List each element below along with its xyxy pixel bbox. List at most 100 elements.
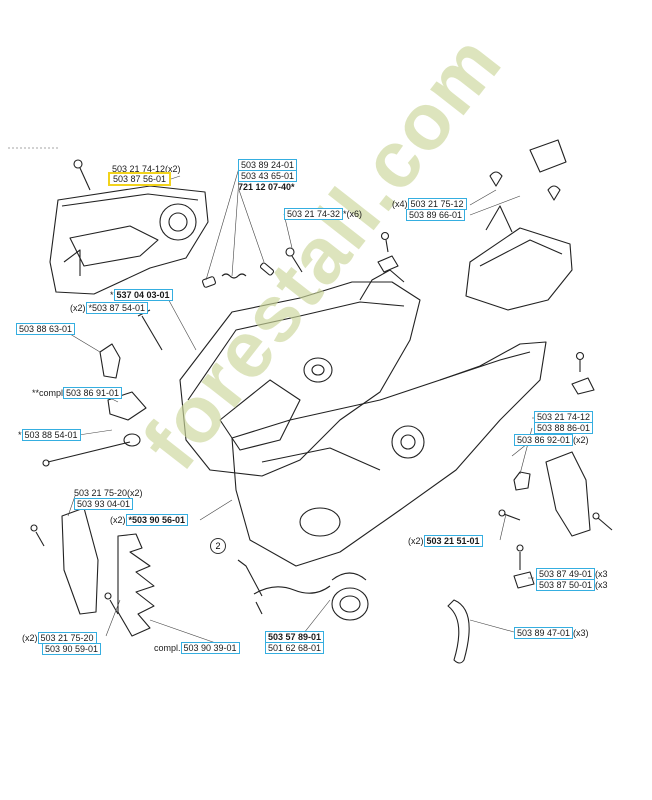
part-number: 503 88 86-01 xyxy=(534,422,594,434)
callout-marker: 2 xyxy=(210,538,226,554)
part-number: 503 87 50-01 xyxy=(536,579,596,591)
part-label-l24: 503 90 59-01 xyxy=(42,643,102,655)
part-number: 503 88 54-01 xyxy=(21,429,81,441)
label-prefix: **compl xyxy=(32,388,64,398)
part-label-l27: 501 62 68-01 xyxy=(265,642,325,654)
label-prefix: compl. xyxy=(154,643,181,653)
part-number: 503 87 49-01 xyxy=(536,568,596,580)
part-number: 503 21 51-01 xyxy=(423,535,483,547)
part-number: 503 89 24-01 xyxy=(238,159,298,171)
part-label-l15: 503 88 86-01 xyxy=(534,422,594,434)
label-suffix: (x2) xyxy=(127,488,143,498)
chain-catcher xyxy=(99,343,121,379)
part-label-l04: 503 43 65-01 xyxy=(238,170,298,182)
part-number: 537 04 03-01 xyxy=(113,289,173,301)
part-number: 503 90 59-01 xyxy=(42,643,102,655)
part-label-l09: *537 04 03-01 xyxy=(110,289,173,301)
cap-strap xyxy=(253,585,331,615)
part-number: 503 86 92-01 xyxy=(514,434,574,446)
part-label-l18: 503 93 04-01 xyxy=(74,498,134,510)
part-label-l17: 503 21 75-20(x2) xyxy=(74,488,143,499)
part-label-l13: *503 88 54-01 xyxy=(18,429,81,441)
part-label-l22: 503 87 50-01(x3 xyxy=(536,579,608,591)
stud-mid-right xyxy=(516,544,524,570)
label-suffix: * xyxy=(291,182,295,192)
screw-right-1 xyxy=(380,231,390,253)
cable-clamp xyxy=(513,471,531,491)
part-number: 503 89 66-01 xyxy=(406,209,466,221)
part-number: 503 57 89-01 xyxy=(265,631,325,643)
label-prefix: (x4) xyxy=(392,199,408,209)
label-prefix: (x2) xyxy=(110,515,126,525)
part-label-l26: 503 57 89-01 xyxy=(265,631,325,643)
part-number: 503 21 75-20 xyxy=(37,632,97,644)
screw-top xyxy=(73,159,91,191)
bracket-left xyxy=(107,391,147,421)
washer-right-2 xyxy=(571,377,595,395)
washer-mid-right xyxy=(513,571,535,589)
fuel-cap xyxy=(331,572,369,621)
spiked-bumper xyxy=(117,533,155,637)
part-label-l02: 503 87 56-01 xyxy=(108,172,172,186)
part-number: 503 43 65-01 xyxy=(238,170,298,182)
rubber-guide xyxy=(545,451,591,537)
part-label-l05: 721 12 07-40* xyxy=(238,182,295,193)
bolt-right xyxy=(498,509,521,521)
label-suffix: (x3) xyxy=(573,628,589,638)
part-label-l23: (x2)503 21 75-20 xyxy=(22,632,97,644)
screw-left xyxy=(137,309,163,351)
washer-right-1 xyxy=(377,255,399,273)
label-prefix: (x2) xyxy=(70,303,86,313)
part-label-l11: 503 88 63-01 xyxy=(16,323,76,335)
label-prefix: * xyxy=(18,430,22,440)
part-label-l07: (x4)503 21 75-12 xyxy=(392,198,467,210)
screw-lower-left xyxy=(30,524,45,547)
part-number: 503 90 39-01 xyxy=(180,642,240,654)
part-number: 501 62 68-01 xyxy=(265,642,325,654)
crankcase-half xyxy=(231,341,547,567)
part-label-l03: 503 89 24-01 xyxy=(238,159,298,171)
part-number: 503 87 56-01 xyxy=(108,172,172,186)
part-label-l16: 503 86 92-01(x2) xyxy=(514,434,589,446)
part-number: 503 21 75-20 xyxy=(74,488,128,498)
pins-and-springs xyxy=(202,262,275,288)
part-number: 503 88 63-01 xyxy=(16,323,76,335)
label-suffix: *(x6) xyxy=(343,209,363,219)
label-prefix: (x2) xyxy=(22,633,38,643)
part-number: 503 21 74-32 xyxy=(284,208,344,220)
part-number: 503 86 91-01 xyxy=(63,387,123,399)
part-label-l06: 503 21 74-32*(x6) xyxy=(284,208,363,220)
label-suffix: (x3 xyxy=(595,569,608,579)
part-number: 503 93 04-01 xyxy=(74,498,134,510)
part-number: 503 21 75-12 xyxy=(407,198,467,210)
part-number: 721 12 07-40 xyxy=(238,182,292,192)
part-label-l28: 503 89 47-01(x3) xyxy=(514,627,589,639)
label-suffix: (x2) xyxy=(165,164,181,174)
part-label-l19: (x2)*503 90 56-01 xyxy=(110,514,189,526)
label-prefix: (x2) xyxy=(408,536,424,546)
screw-right-2 xyxy=(575,351,585,372)
label-suffix: (x2) xyxy=(573,435,589,445)
long-screw-left xyxy=(42,433,141,467)
part-number: 503 89 47-01 xyxy=(514,627,574,639)
part-label-l08: 503 89 66-01 xyxy=(406,209,466,221)
part-label-l14: 503 21 74-12 xyxy=(534,411,594,423)
part-label-l01: 503 21 74-12(x2) xyxy=(112,164,181,175)
part-label-l25: compl.503 90 39-01 xyxy=(154,642,240,654)
strap-hook xyxy=(237,559,263,597)
screw-x6 xyxy=(285,247,303,273)
part-label-l10: (x2)*503 87 54-01 xyxy=(70,302,149,314)
bar-guide-plate xyxy=(61,507,99,615)
curved-handle-guard xyxy=(447,599,470,664)
screw-bumper xyxy=(104,592,119,615)
chain-guard-cover xyxy=(49,185,209,295)
part-label-l20: (x2)503 21 51-01 xyxy=(408,535,483,547)
screw-far-right xyxy=(592,512,613,531)
part-number: *503 90 56-01 xyxy=(125,514,189,526)
part-number: 503 21 74-12 xyxy=(112,164,166,174)
mount-bracket xyxy=(465,139,573,311)
part-number: *503 87 54-01 xyxy=(85,302,149,314)
label-prefix: * xyxy=(110,290,114,300)
